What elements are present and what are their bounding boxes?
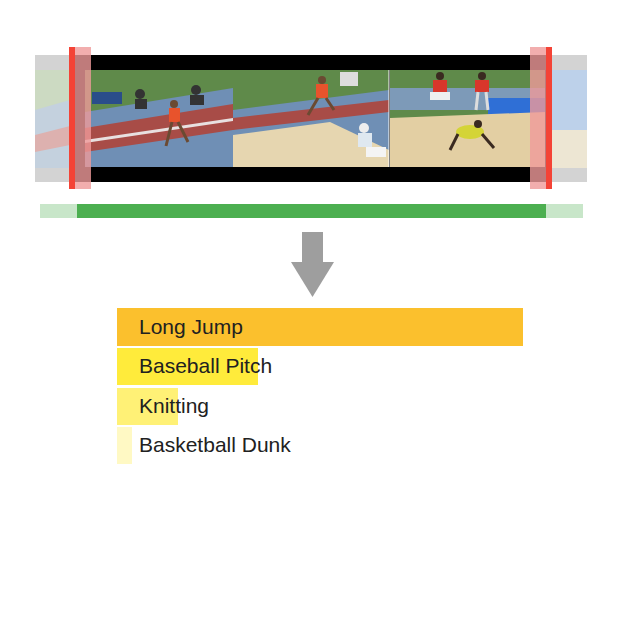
class-label: Baseball Pitch: [139, 354, 272, 377]
trim-marker: [546, 47, 552, 189]
class-label: Long Jump: [139, 315, 243, 338]
class-label: Knitting: [139, 394, 209, 417]
class-label: Basketball Dunk: [139, 433, 291, 456]
faded-strip: [35, 55, 587, 182]
film-band: [70, 55, 550, 182]
timeline-track: [40, 204, 583, 218]
video-frame: [390, 70, 545, 167]
timeline-selection: [77, 204, 546, 218]
trim-marker: [69, 47, 75, 189]
video-frame: [233, 70, 389, 167]
trim-marker: [530, 47, 546, 189]
score-bar: [117, 308, 523, 346]
down-arrow: [291, 232, 334, 297]
score-bar: [117, 427, 132, 464]
video-frame: [85, 70, 233, 167]
trim-marker: [75, 47, 91, 189]
